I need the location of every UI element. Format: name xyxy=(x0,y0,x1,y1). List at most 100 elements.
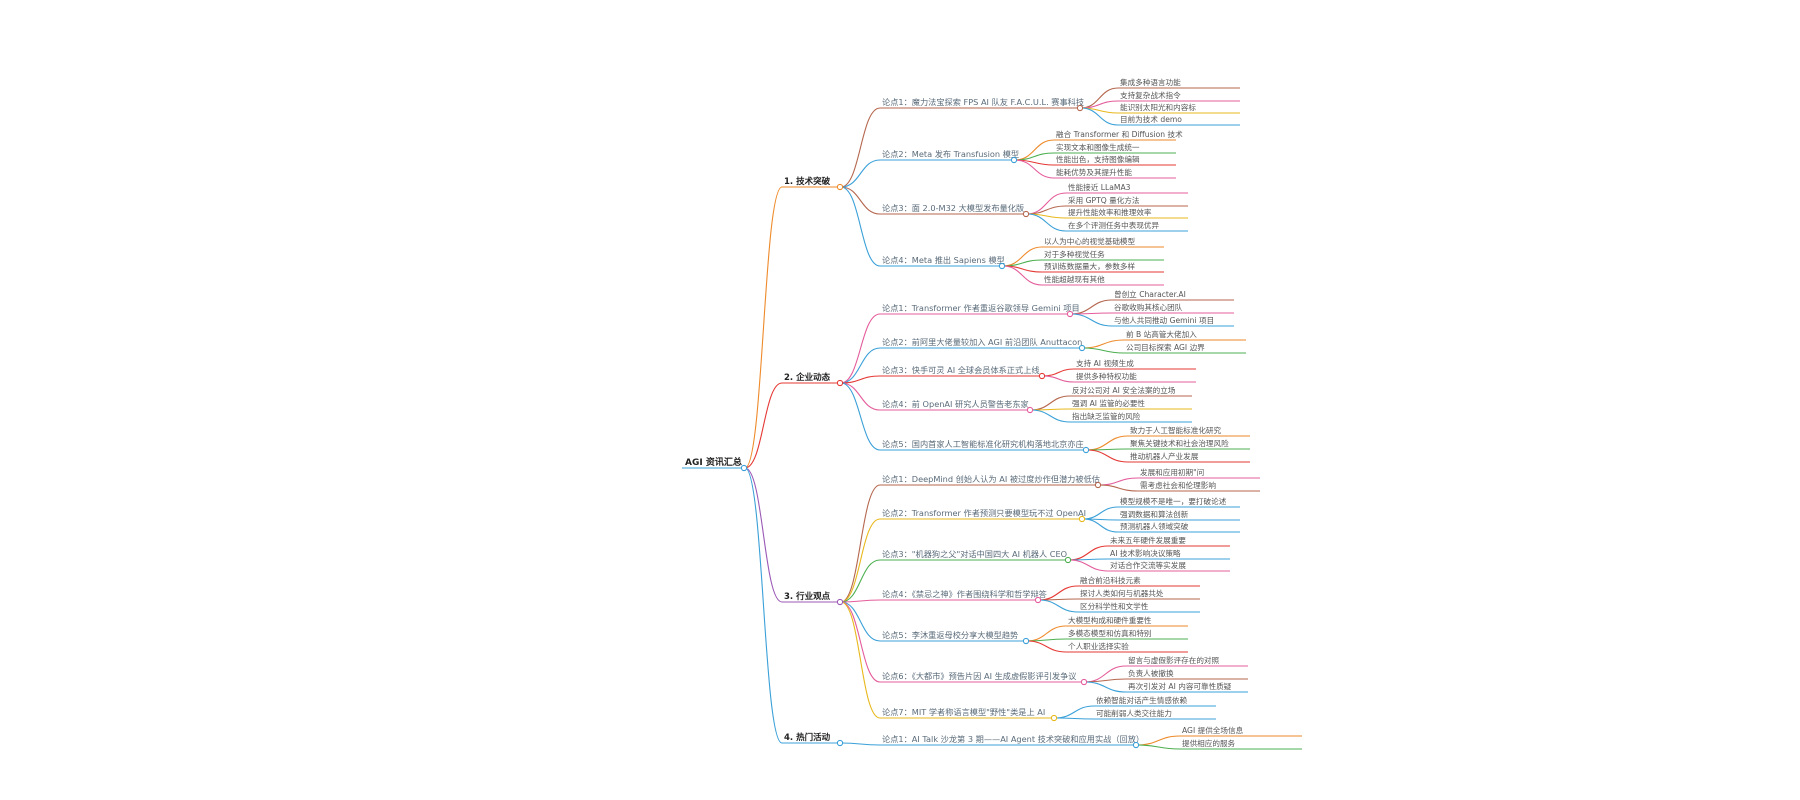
leaf-item: 依赖智能对话产生情感依赖 xyxy=(1096,695,1188,705)
leaf-item: 与他人共同推动 Gemini 项目 xyxy=(1114,315,1214,325)
topic-item: 论点1：魔力法宝探索 FPS AI 队友 F.A.C.U.L. 赛事科技 xyxy=(882,97,1084,107)
topic-item: 论点1：Transformer 作者重返谷歌领导 Gemini 项目 xyxy=(882,303,1080,313)
item-junction xyxy=(1094,481,1102,489)
mindmap-edges xyxy=(744,87,1181,750)
edge-item-to-leaf xyxy=(1042,375,1075,383)
edge-item-to-leaf xyxy=(1082,506,1119,520)
edge-item-to-leaf xyxy=(1014,159,1055,179)
edge-item-to-leaf xyxy=(1136,744,1181,750)
edge-category-to-item xyxy=(840,186,881,267)
edge-item-to-leaf xyxy=(1026,640,1067,653)
topic-item: 论点2：Transformer 作者预测只要模型玩不过 OpenAI xyxy=(882,508,1086,518)
leaf-item: 对于多种视觉任务 xyxy=(1044,249,1105,259)
leaf-item: 强调 AI 监管的必要性 xyxy=(1072,398,1145,408)
edge-root-to-category xyxy=(744,467,783,744)
topic-item: 论点5：李沐重返母校分享大模型趋势 xyxy=(882,630,1018,640)
edge-item-to-leaf xyxy=(1086,435,1129,451)
edge-category-to-item xyxy=(840,601,881,719)
edge-item-to-leaf xyxy=(1098,484,1139,492)
leaf-item: 对话合作交流等实发展 xyxy=(1110,560,1186,570)
category-junction xyxy=(836,379,844,387)
item-junction xyxy=(1064,556,1072,564)
leaf-item: 个人职业选择实验 xyxy=(1068,641,1129,651)
leaf-item: 性能超越现有其他 xyxy=(1044,274,1105,284)
edge-root-to-category xyxy=(744,186,783,469)
leaf-item: 采用 GPTQ 量化方法 xyxy=(1068,195,1140,205)
topic-item: 论点1：AI Talk 沙龙第 3 期——AI Agent 技术突破和应用实战（… xyxy=(882,734,1144,744)
topic-item: 论点4：Meta 推出 Sapiens 模型 xyxy=(882,255,1005,265)
topic-item: 论点1：DeepMind 创始人认为 AI 被过度炒作但潜力被低估 xyxy=(882,474,1100,484)
leaf-item: 可能削弱人类交往能力 xyxy=(1096,708,1172,718)
item-junction xyxy=(1132,741,1140,749)
edge-item-to-leaf xyxy=(1068,545,1109,561)
leaf-item: 致力于人工智能标准化研究 xyxy=(1130,425,1222,435)
leaf-item: 性能出色，支持图像编辑 xyxy=(1056,154,1140,164)
item-junction xyxy=(1076,104,1084,112)
item-junction xyxy=(1026,406,1034,414)
leaf-item: 聚焦关键技术和社会治理风险 xyxy=(1130,438,1229,448)
item-junction xyxy=(1078,515,1086,523)
topic-item: 论点3：快手可灵 AI 全球会员体系正式上线 xyxy=(882,365,1040,375)
leaf-item: 公司目标探索 AGI 边界 xyxy=(1126,342,1205,352)
leaf-item: 留言与虚假影评存在的对照 xyxy=(1128,655,1220,665)
topic-item: 论点2：前阿里大佬量较加入 AGI 前沿团队 Anuttacon xyxy=(882,337,1082,347)
leaf-item: 未来五年硬件发展重要 xyxy=(1110,535,1186,545)
edge-category-to-item xyxy=(840,107,881,188)
category-label: 3. 行业观点 xyxy=(784,591,831,602)
leaf-item: 模型规模不是唯一，要打破论述 xyxy=(1120,496,1227,506)
edge-category-to-item xyxy=(840,601,881,642)
item-junction xyxy=(1050,714,1058,722)
leaf-item: 再次引发对 AI 内容可靠性质疑 xyxy=(1128,681,1232,691)
topic-item: 论点4：前 OpenAI 研究人员警告老东家 xyxy=(882,399,1029,409)
leaf-item: 实现文本和图像生成统一 xyxy=(1056,142,1140,152)
leaf-item: 在多个评测任务中表现优异 xyxy=(1068,220,1160,230)
edge-item-to-leaf xyxy=(1070,313,1113,327)
edge-item-to-leaf xyxy=(1080,107,1119,126)
leaf-item: 发展和应用初期"问 xyxy=(1140,467,1204,477)
edge-item-to-leaf xyxy=(1082,347,1125,354)
root-topic: AGI 资讯汇总 xyxy=(685,456,742,468)
category-junction xyxy=(836,598,844,606)
item-junction xyxy=(1022,210,1030,218)
edge-item-to-leaf xyxy=(1084,678,1127,683)
item-junction xyxy=(1038,372,1046,380)
leaf-item: 提供多种特权功能 xyxy=(1076,371,1137,381)
leaf-item: 多模态模型和仿真和特别 xyxy=(1068,628,1152,638)
leaf-item: AGI 提供全场信息 xyxy=(1182,725,1244,735)
edge-category-to-item xyxy=(840,601,881,683)
edge-category-to-item xyxy=(840,518,881,603)
edge-item-to-leaf xyxy=(1084,681,1127,693)
leaf-item: 融合前沿科技元素 xyxy=(1080,575,1141,585)
leaf-item: 性能接近 LLaMA3 xyxy=(1068,182,1131,192)
leaf-item: 强调数据和算法创新 xyxy=(1120,509,1189,519)
edge-category-to-item xyxy=(840,599,881,603)
edge-item-to-leaf xyxy=(1026,213,1067,232)
item-junction xyxy=(1010,156,1018,164)
leaf-item: 曾创立 Character.AI xyxy=(1114,289,1186,299)
leaf-item: 以人为中心的视觉基础模型 xyxy=(1044,236,1136,246)
topic-item: 论点6：《大都市》预告片因 AI 生成虚假影评引发争议 xyxy=(882,671,1076,681)
leaf-item: 需考虑社会和伦理影响 xyxy=(1140,480,1216,490)
edge-item-to-leaf xyxy=(1068,559,1109,572)
leaf-item: 集成多种语言功能 xyxy=(1120,77,1181,87)
category-label: 4. 热门活动 xyxy=(784,732,831,743)
leaf-item: 能识别太阳光和内容标 xyxy=(1120,102,1196,112)
leaf-item: 提供相应的服务 xyxy=(1182,738,1236,748)
edge-item-to-leaf xyxy=(1030,395,1071,411)
topic-item: 论点7：MIT 学者称语言模型"野性"类是上 AI xyxy=(882,707,1045,717)
edge-item-to-leaf xyxy=(1042,368,1075,377)
edge-item-to-leaf xyxy=(1038,599,1079,613)
item-junction xyxy=(1082,446,1090,454)
item-junction xyxy=(998,262,1006,270)
edge-item-to-leaf xyxy=(1086,449,1129,463)
leaf-item: 支持 AI 视频生成 xyxy=(1076,358,1134,368)
edge-item-to-leaf xyxy=(1002,265,1043,286)
leaf-item: 目前为技术 demo xyxy=(1120,114,1182,124)
leaf-item: 反对公司对 AI 安全法案的立场 xyxy=(1072,385,1176,395)
edge-category-to-item xyxy=(840,559,881,603)
leaf-item: 大模型构成和硬件重要性 xyxy=(1068,615,1152,625)
leaf-item: 负责人被撤换 xyxy=(1128,668,1174,678)
item-junction xyxy=(1022,637,1030,645)
